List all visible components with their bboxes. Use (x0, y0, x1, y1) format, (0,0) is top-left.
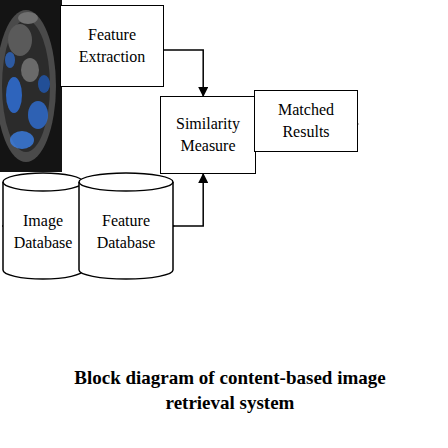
figure-caption: Block diagram of content-based image ret… (40, 366, 420, 415)
brain-scan-image (0, 0, 62, 172)
process-box: Similarity Measure (160, 96, 256, 174)
database-cylinder: Feature Database (78, 172, 174, 280)
node-label: Image Database (2, 210, 84, 253)
flow-arrow (174, 174, 203, 226)
node-label: Feature Extraction (61, 24, 163, 67)
node-label: Matched Results (255, 99, 357, 142)
node-label: Feature Database (78, 210, 174, 253)
process-box: Feature Extraction (60, 5, 164, 87)
database-cylinder: Image Database (2, 172, 84, 280)
output-box: Matched Results (254, 90, 358, 152)
flow-arrow (164, 50, 203, 96)
node-label: Similarity Measure (161, 113, 255, 156)
